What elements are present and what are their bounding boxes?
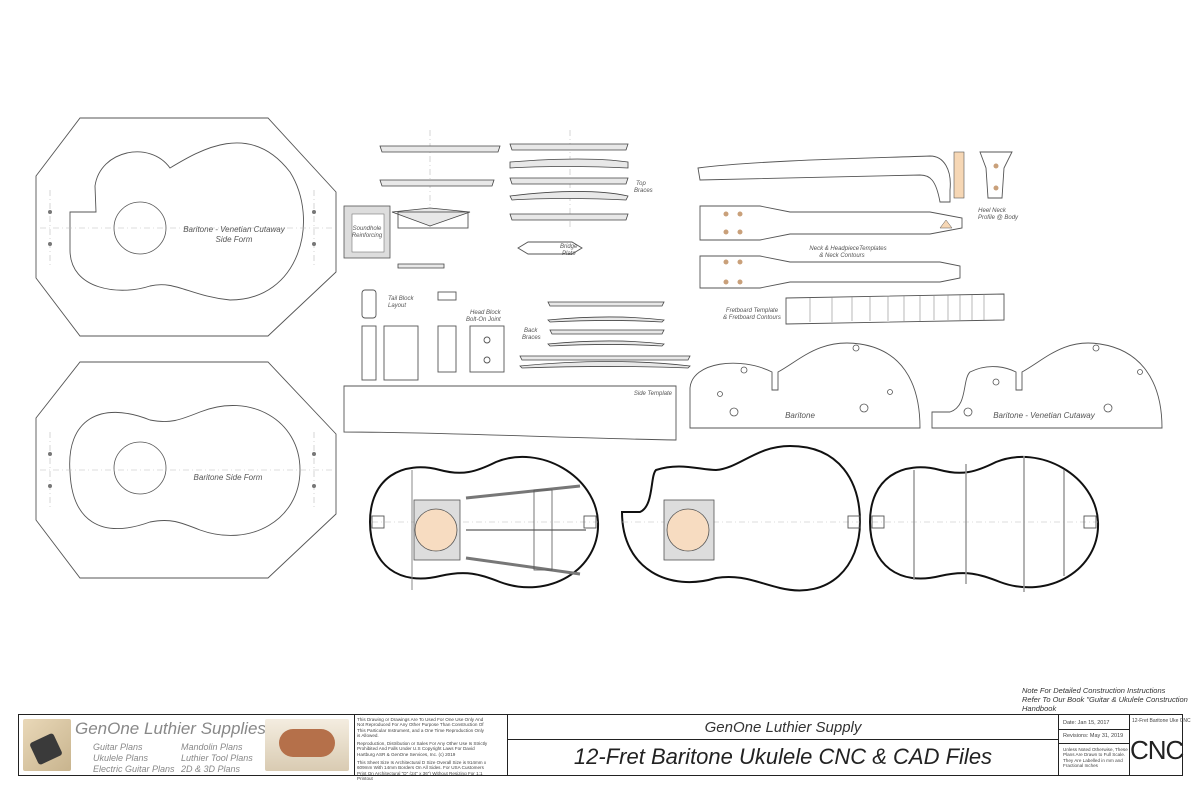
soundhole-sublabel: Reinforcing — [352, 233, 383, 239]
note-line-2: Refer To Our Book "Guitar & Ukulele Cons… — [1022, 695, 1188, 704]
brand-photo-left — [23, 719, 71, 771]
date-divider — [1059, 729, 1129, 730]
units-line: Fractional Inches — [1063, 762, 1098, 768]
divider-3 — [1058, 715, 1059, 775]
product-mandolin: Mandolin Plans — [181, 742, 243, 752]
units-line: Unless Noted Otherwise, These — [1063, 747, 1128, 752]
legal-line: Print On Architectural "D" (24" x 36") W… — [357, 770, 483, 776]
legal-line: 609mm With 14mm Borders On All Sides. Fo… — [357, 765, 484, 771]
drawing-title: 12-Fret Baritone Ukulele CNC & CAD Files — [573, 744, 993, 769]
neck-templates-sublabel: & Neck Contours — [819, 253, 864, 259]
top-plate-braced — [368, 456, 600, 590]
baritone-mold: Baritone — [689, 342, 921, 429]
heel-neck-sublabel: Profile @ Body — [978, 215, 1019, 221]
products-right: Mandolin Plans Luthier Tool Plans 2D & 3… — [181, 742, 253, 775]
product-guitar: Guitar Plans — [93, 742, 143, 752]
neck-templates-label: Neck & HeadpieceTemplates — [809, 246, 886, 252]
units-line: Plans Are Drawn to Full Scale. — [1063, 752, 1126, 758]
blocks-and-back-braces: Tail Block Layout Head Block Bolt-On Joi… — [361, 289, 691, 381]
tail-block-label: Tail Block — [388, 296, 414, 302]
rev-divider — [1059, 743, 1129, 744]
side-template: Side Template — [343, 385, 677, 441]
legal-line: Printout — [357, 775, 373, 781]
top-plate-cutaway — [620, 444, 862, 592]
head-block-label: Head Block — [470, 310, 502, 316]
tool-icon — [29, 732, 63, 766]
brand-panel: GenOne Luthier Supplies Guitar Plans Uku… — [19, 715, 354, 775]
fretboard-sublabel: & Fretboard Contours — [723, 315, 781, 321]
soundhole-label: Soundhole — [353, 226, 382, 232]
legal-line: This Particular Instrument, and a One Ti… — [357, 727, 484, 733]
side-template-label: Side Template — [634, 391, 673, 397]
products-left: Guitar Plans Ukulele Plans Electric Guit… — [93, 742, 175, 775]
baritone-side-form-label: Baritone Side Form — [194, 473, 263, 482]
legal-line: Prohibited And Falls Under U.S Copyright… — [357, 746, 475, 752]
units-line: They Are Labelled in mm and — [1063, 757, 1123, 763]
top-braces-group: Soundhole Reinforcing Top Braces Bridge … — [343, 130, 653, 269]
bridge-plate-label: Bridge — [560, 244, 578, 250]
sheet-name: 12-Fret Baritone Uke CNC — [1132, 718, 1191, 724]
product-tools: Luthier Tool Plans — [181, 753, 253, 763]
revisions-text: Revisions: May 31, 2019 — [1063, 733, 1124, 739]
legal-line: This Drawing or Drawings Are To Used For… — [357, 717, 484, 722]
head-block-sublabel: Bolt-On Joint — [466, 317, 501, 323]
product-plans: 2D & 3D Plans — [181, 764, 241, 774]
top-braces-sublabel: Braces — [634, 188, 653, 194]
plan-drawing-area: Baritone - Venetian Cutaway Side Form Ba… — [35, 117, 1163, 592]
tail-block-sublabel: Layout — [388, 303, 406, 309]
product-ukulele: Ukulele Plans — [93, 753, 149, 763]
legal-line: Reproduction, Distribution or Sales For … — [357, 741, 488, 747]
brand-photo-right — [265, 719, 349, 771]
company-name: GenOne Luthier Supply — [704, 719, 862, 736]
brand-name: GenOne Luthier Supplies — [75, 719, 266, 738]
back-braces-sublabel: Braces — [522, 335, 541, 341]
product-electric: Electric Guitar Plans — [93, 764, 175, 774]
bridge-plate-sublabel: Plate — [562, 251, 576, 257]
back-plate — [868, 456, 1100, 592]
neck-templates: Heel Neck Profile @ Body Neck & Headpiec… — [697, 151, 1019, 325]
sheet-code: CNC — [1130, 735, 1184, 765]
date-cell: Date: Jan 15, 2017 Revisions: May 31, 20… — [1059, 715, 1129, 775]
heel-neck-label: Heel Neck — [978, 208, 1007, 214]
note-line-3: Handbook — [1022, 704, 1057, 713]
title-cell: GenOne Luthier Supply 12-Fret Baritone U… — [508, 715, 1058, 775]
top-braces-label: Top — [636, 181, 646, 187]
mold-baritone-label: Baritone — [785, 411, 815, 420]
baritone-side-form: Baritone Side Form — [35, 361, 337, 579]
note-line-1: Note For Detailed Construction Instructi… — [1022, 686, 1166, 695]
divider-2 — [507, 715, 508, 775]
legal-line: This Sheet Size Is Architectural D Size … — [357, 760, 487, 766]
legal-line: Not Reproduced For Any Other Purpose Tha… — [357, 722, 484, 728]
date-text: Date: Jan 15, 2017 — [1063, 720, 1110, 726]
divider-1 — [354, 715, 355, 775]
units-note: Unless Noted Otherwise, These Plans Are … — [1063, 747, 1128, 768]
back-braces-label: Back — [524, 328, 538, 334]
venetian-side-form-label: Baritone - Venetian Cutaway — [183, 225, 286, 234]
legal-line: Hartburg ASR & GenOne Services, Inc. (c)… — [357, 751, 456, 757]
fretboard-label: Fretboard Template — [726, 308, 779, 314]
title-divider — [508, 739, 1058, 740]
venetian-side-form-sublabel: Side Form — [216, 235, 253, 244]
legal-text: This Drawing or Drawings Are To Used For… — [357, 717, 505, 781]
legal-line: is Allowed. — [357, 732, 379, 738]
construction-note: Note For Detailed Construction Instructi… — [1022, 686, 1192, 713]
divider-4 — [1129, 715, 1130, 775]
sheet-cell: 12-Fret Baritone Uke CNC CNC — [1130, 715, 1191, 775]
mold-venetian-label: Baritone - Venetian Cutaway — [993, 411, 1096, 420]
ukulele-photo-icon — [279, 729, 335, 757]
venetian-mold: Baritone - Venetian Cutaway — [931, 342, 1163, 429]
title-block: GenOne Luthier Supplies Guitar Plans Uku… — [18, 714, 1191, 781]
venetian-side-form: Baritone - Venetian Cutaway Side Form — [35, 117, 337, 337]
